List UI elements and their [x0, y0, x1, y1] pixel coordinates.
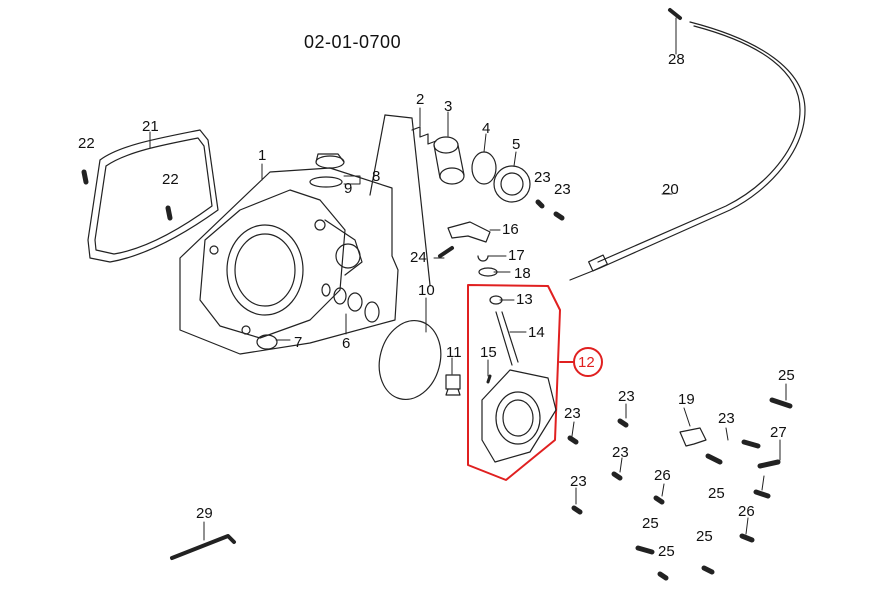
- shaft-14: [495, 311, 519, 366]
- cable-20: [569, 21, 806, 281]
- callout-15: 15: [480, 344, 497, 361]
- callout-22a: 22: [78, 135, 95, 152]
- allen-key-29: [170, 534, 236, 560]
- callout-23b: 23: [554, 181, 571, 198]
- callout-23a: 23: [534, 169, 551, 186]
- callout-27: 27: [770, 424, 787, 441]
- cap-5: [493, 165, 531, 203]
- diagram-code: 02-01-0700: [304, 32, 402, 52]
- callout-28: 28: [668, 51, 685, 68]
- callout-23f: 23: [612, 444, 629, 461]
- callout-3: 3: [444, 98, 452, 115]
- seal-7: [256, 334, 278, 350]
- oring-4: [471, 151, 497, 185]
- callout-18: 18: [514, 265, 531, 282]
- callout-1: 1: [258, 147, 266, 164]
- callout-5: 5: [512, 136, 520, 153]
- callout-23c: 23: [618, 388, 635, 405]
- callout-8: 8: [372, 168, 380, 185]
- housing-group-outline: [179, 167, 399, 355]
- pump-cover: [481, 369, 557, 463]
- spring-17: [477, 255, 489, 262]
- callout-25d: 25: [696, 528, 713, 545]
- callout-20: 20: [662, 181, 679, 198]
- adjuster-28: [668, 8, 682, 20]
- main-cover-1: [199, 189, 363, 339]
- callout-13: 13: [516, 291, 533, 308]
- callout-14: 14: [528, 324, 545, 341]
- callout-9: 9: [344, 180, 352, 197]
- callout-17: 17: [508, 247, 525, 264]
- callouts: 1 2 3 4 5 6 7 8 9 10 11 12 13 14 15 16 1…: [78, 51, 795, 560]
- callout-19: 19: [678, 391, 695, 408]
- callout-29: 29: [196, 505, 213, 522]
- assembly-12-outline: [467, 284, 561, 481]
- callout-22b: 22: [162, 171, 179, 188]
- oring-10: [378, 319, 442, 401]
- callout-25e: 25: [658, 543, 675, 560]
- bracket-19: [679, 427, 707, 447]
- callout-6: 6: [342, 335, 350, 352]
- callout-4: 4: [482, 120, 490, 137]
- callout-10: 10: [418, 282, 435, 299]
- pin-15: [486, 374, 492, 384]
- callout-7: 7: [294, 334, 302, 351]
- callout-25c: 25: [642, 515, 659, 532]
- gasket-21: [87, 129, 219, 263]
- callout-26b: 26: [738, 503, 755, 520]
- leader-lines: [149, 17, 787, 541]
- callout-23e: 23: [718, 410, 735, 427]
- callout-21: 21: [142, 118, 159, 135]
- bolts: [81, 169, 793, 581]
- callout-26a: 26: [654, 467, 671, 484]
- callout-23d: 23: [564, 405, 581, 422]
- seals-6: [321, 283, 380, 323]
- callout-16: 16: [502, 221, 519, 238]
- lever-16: [447, 221, 491, 243]
- callout-25b: 25: [708, 485, 725, 502]
- filter-group-lines: [384, 114, 431, 286]
- callout-12: 12: [578, 354, 595, 371]
- spring-2: [411, 126, 437, 145]
- cap-8-9: [309, 153, 345, 188]
- bolt-24: [438, 246, 454, 258]
- callout-24: 24: [410, 249, 427, 266]
- callout-2: 2: [416, 91, 424, 108]
- callout-25a: 25: [778, 367, 795, 384]
- callout-23g: 23: [570, 473, 587, 490]
- filter-3: [433, 136, 465, 185]
- plug-11: [445, 374, 461, 396]
- callout-11: 11: [446, 344, 462, 361]
